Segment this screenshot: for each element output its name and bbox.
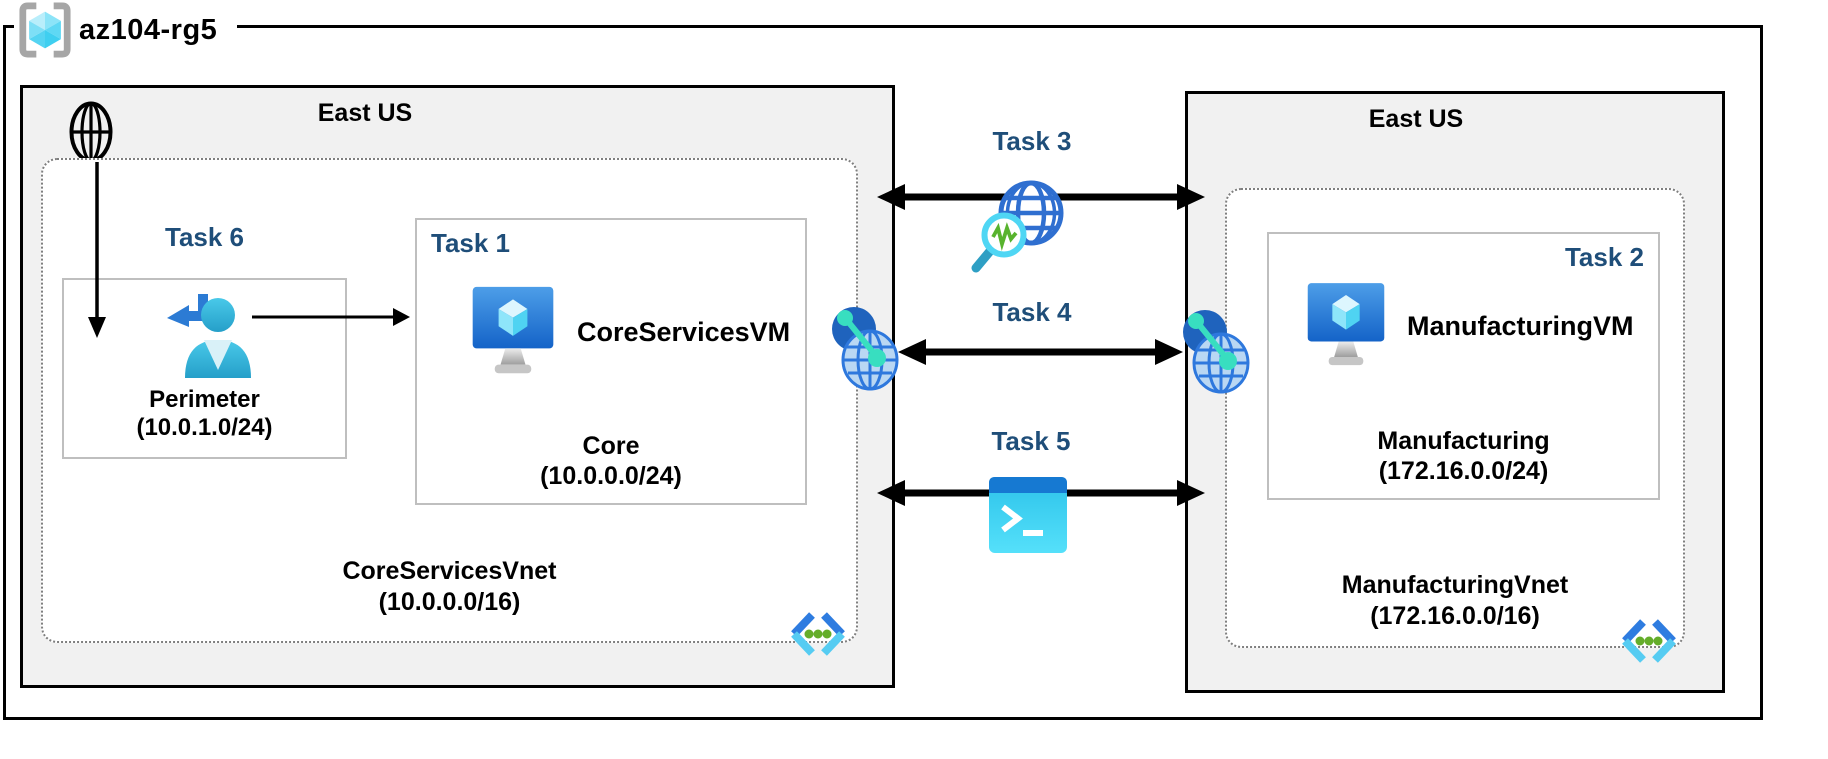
resource-group-icon — [18, 2, 72, 58]
subnet-perimeter: Perimeter (10.0.1.0/24) — [62, 278, 347, 459]
task3-label: Task 3 — [992, 126, 1072, 156]
region-east-us-right: East US Task 2 — [1185, 91, 1725, 693]
vm-name: ManufacturingVM — [1407, 310, 1634, 341]
subnet-core: Task 1 CoreServicesVM — [415, 218, 807, 505]
vm-name: CoreServicesVM — [577, 316, 791, 347]
virtual-network-icon — [788, 609, 848, 659]
subnet-cidr: (10.0.0.0/24) — [540, 462, 682, 490]
task5-label: Task 5 — [991, 426, 1071, 456]
vnet-name: ManufacturingVnet — [1341, 571, 1569, 599]
virtual-machine-icon — [1305, 280, 1387, 372]
vnet-peering-icon — [1181, 306, 1253, 398]
resource-group-header: az104-rg5 — [14, 0, 238, 60]
internet-globe-icon — [69, 101, 113, 163]
virtual-network-icon — [1619, 616, 1679, 666]
network-watcher-icon — [971, 163, 1091, 283]
vnet-manufacturing: Task 2 ManufacturingVM — [1225, 188, 1685, 663]
task2-label: Task 2 — [1564, 242, 1644, 272]
region-name: East US — [1368, 105, 1464, 133]
vnet-label: CoreServicesVnet (10.0.0.0/16) — [43, 556, 856, 617]
vnet-cidr: (172.16.0.0/16) — [1370, 601, 1540, 630]
cloud-shell-icon — [989, 477, 1067, 553]
user-signin-icon — [153, 284, 257, 384]
vnet-label: ManufacturingVnet (172.16.0.0/16) — [1227, 570, 1683, 631]
vnet-cidr: (10.0.0.0/16) — [378, 587, 521, 616]
vnet-peering-icon — [830, 303, 902, 395]
task6-label: Task 6 — [165, 222, 245, 252]
task1-label: Task 1 — [431, 228, 511, 258]
subnet-name: Perimeter — [149, 386, 260, 413]
resource-group-name: az104-rg5 — [79, 13, 218, 46]
task4-label: Task 4 — [992, 297, 1072, 327]
subnet-cidr: (10.0.1.0/24) — [136, 414, 273, 442]
subnet-name: Core — [582, 432, 640, 460]
resource-group-box — [3, 25, 1763, 720]
subnet-manufacturing: Task 2 ManufacturingVM — [1267, 232, 1660, 500]
region-name: East US — [317, 99, 413, 127]
virtual-machine-icon — [469, 284, 557, 380]
subnet-name: Manufacturing — [1377, 427, 1550, 455]
subnet-cidr: (172.16.0.0/24) — [1378, 457, 1549, 485]
vnet-coreservices: Task 6 Perimeter (10.0.1.0/24) — [41, 158, 858, 656]
vnet-name: CoreServicesVnet — [342, 557, 557, 585]
region-east-us-left: East US Task 6 — [20, 85, 895, 688]
